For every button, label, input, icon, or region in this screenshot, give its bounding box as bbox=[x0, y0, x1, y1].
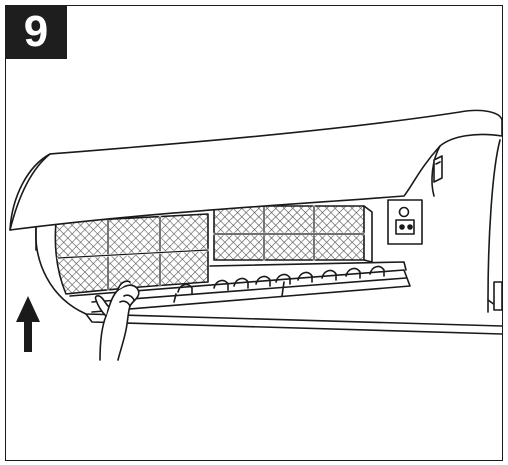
step-number: 9 bbox=[23, 7, 49, 56]
step-number-badge: 9 bbox=[5, 5, 67, 59]
front-panel-lifted bbox=[9, 109, 502, 231]
up-arrow-icon bbox=[16, 296, 40, 352]
filter-right bbox=[212, 204, 373, 263]
air-outlet-louvers bbox=[69, 261, 411, 313]
hand-icon bbox=[94, 280, 140, 361]
filter-left bbox=[54, 213, 210, 295]
control-panel bbox=[387, 199, 423, 245]
